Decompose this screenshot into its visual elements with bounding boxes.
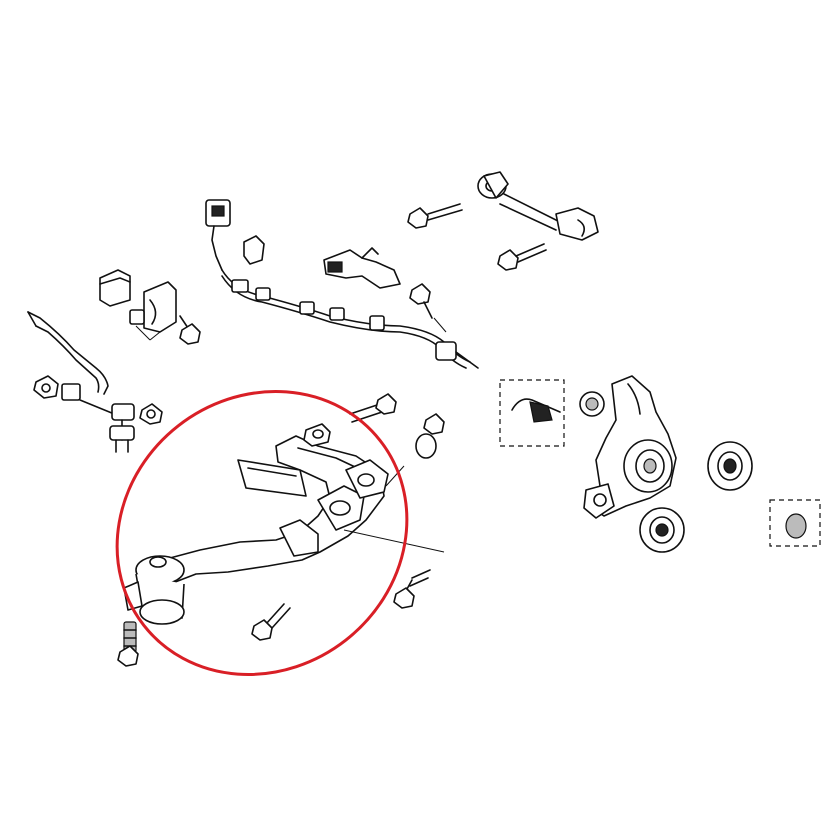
upper-arm-bolt — [407, 203, 463, 229]
trailing-arm-collar — [415, 413, 445, 459]
trailing-arm-washer — [303, 423, 331, 447]
trailing-arm-bolt-bottom — [393, 569, 431, 609]
trailing-arm-bolt-top — [349, 393, 397, 423]
bracket-bolt — [179, 315, 201, 345]
abs-harness-clip — [243, 235, 265, 265]
abs-sensor-connector — [205, 199, 231, 271]
trailing-arm-bolt-center — [251, 603, 291, 641]
stabilizer-bushing — [99, 269, 131, 307]
leader-lines — [343, 465, 445, 553]
stabilizer-nut — [33, 375, 59, 399]
stabilizer-bracket — [129, 281, 177, 341]
upper-control-arm — [477, 171, 599, 241]
toe-adjust-bolt-box — [499, 379, 565, 447]
stabilizer-link-nut — [139, 403, 163, 425]
bushing-inset-box — [769, 499, 821, 547]
knuckle-bushing — [579, 391, 605, 417]
stabilizer-bar — [27, 311, 109, 401]
bushing-lower — [639, 507, 685, 553]
rear-knuckle — [583, 375, 677, 519]
harness-bracket — [323, 247, 401, 289]
bushing-upper — [707, 441, 753, 491]
highlight-ellipse — [115, 390, 409, 676]
upper-arm-nut-bolt — [497, 243, 547, 271]
harness-bolt — [409, 283, 447, 333]
abs-sensor-wire — [221, 269, 479, 369]
trailing-arm — [123, 435, 389, 625]
stabilizer-link — [79, 399, 135, 453]
trailing-arm-bolt-left — [117, 621, 139, 667]
